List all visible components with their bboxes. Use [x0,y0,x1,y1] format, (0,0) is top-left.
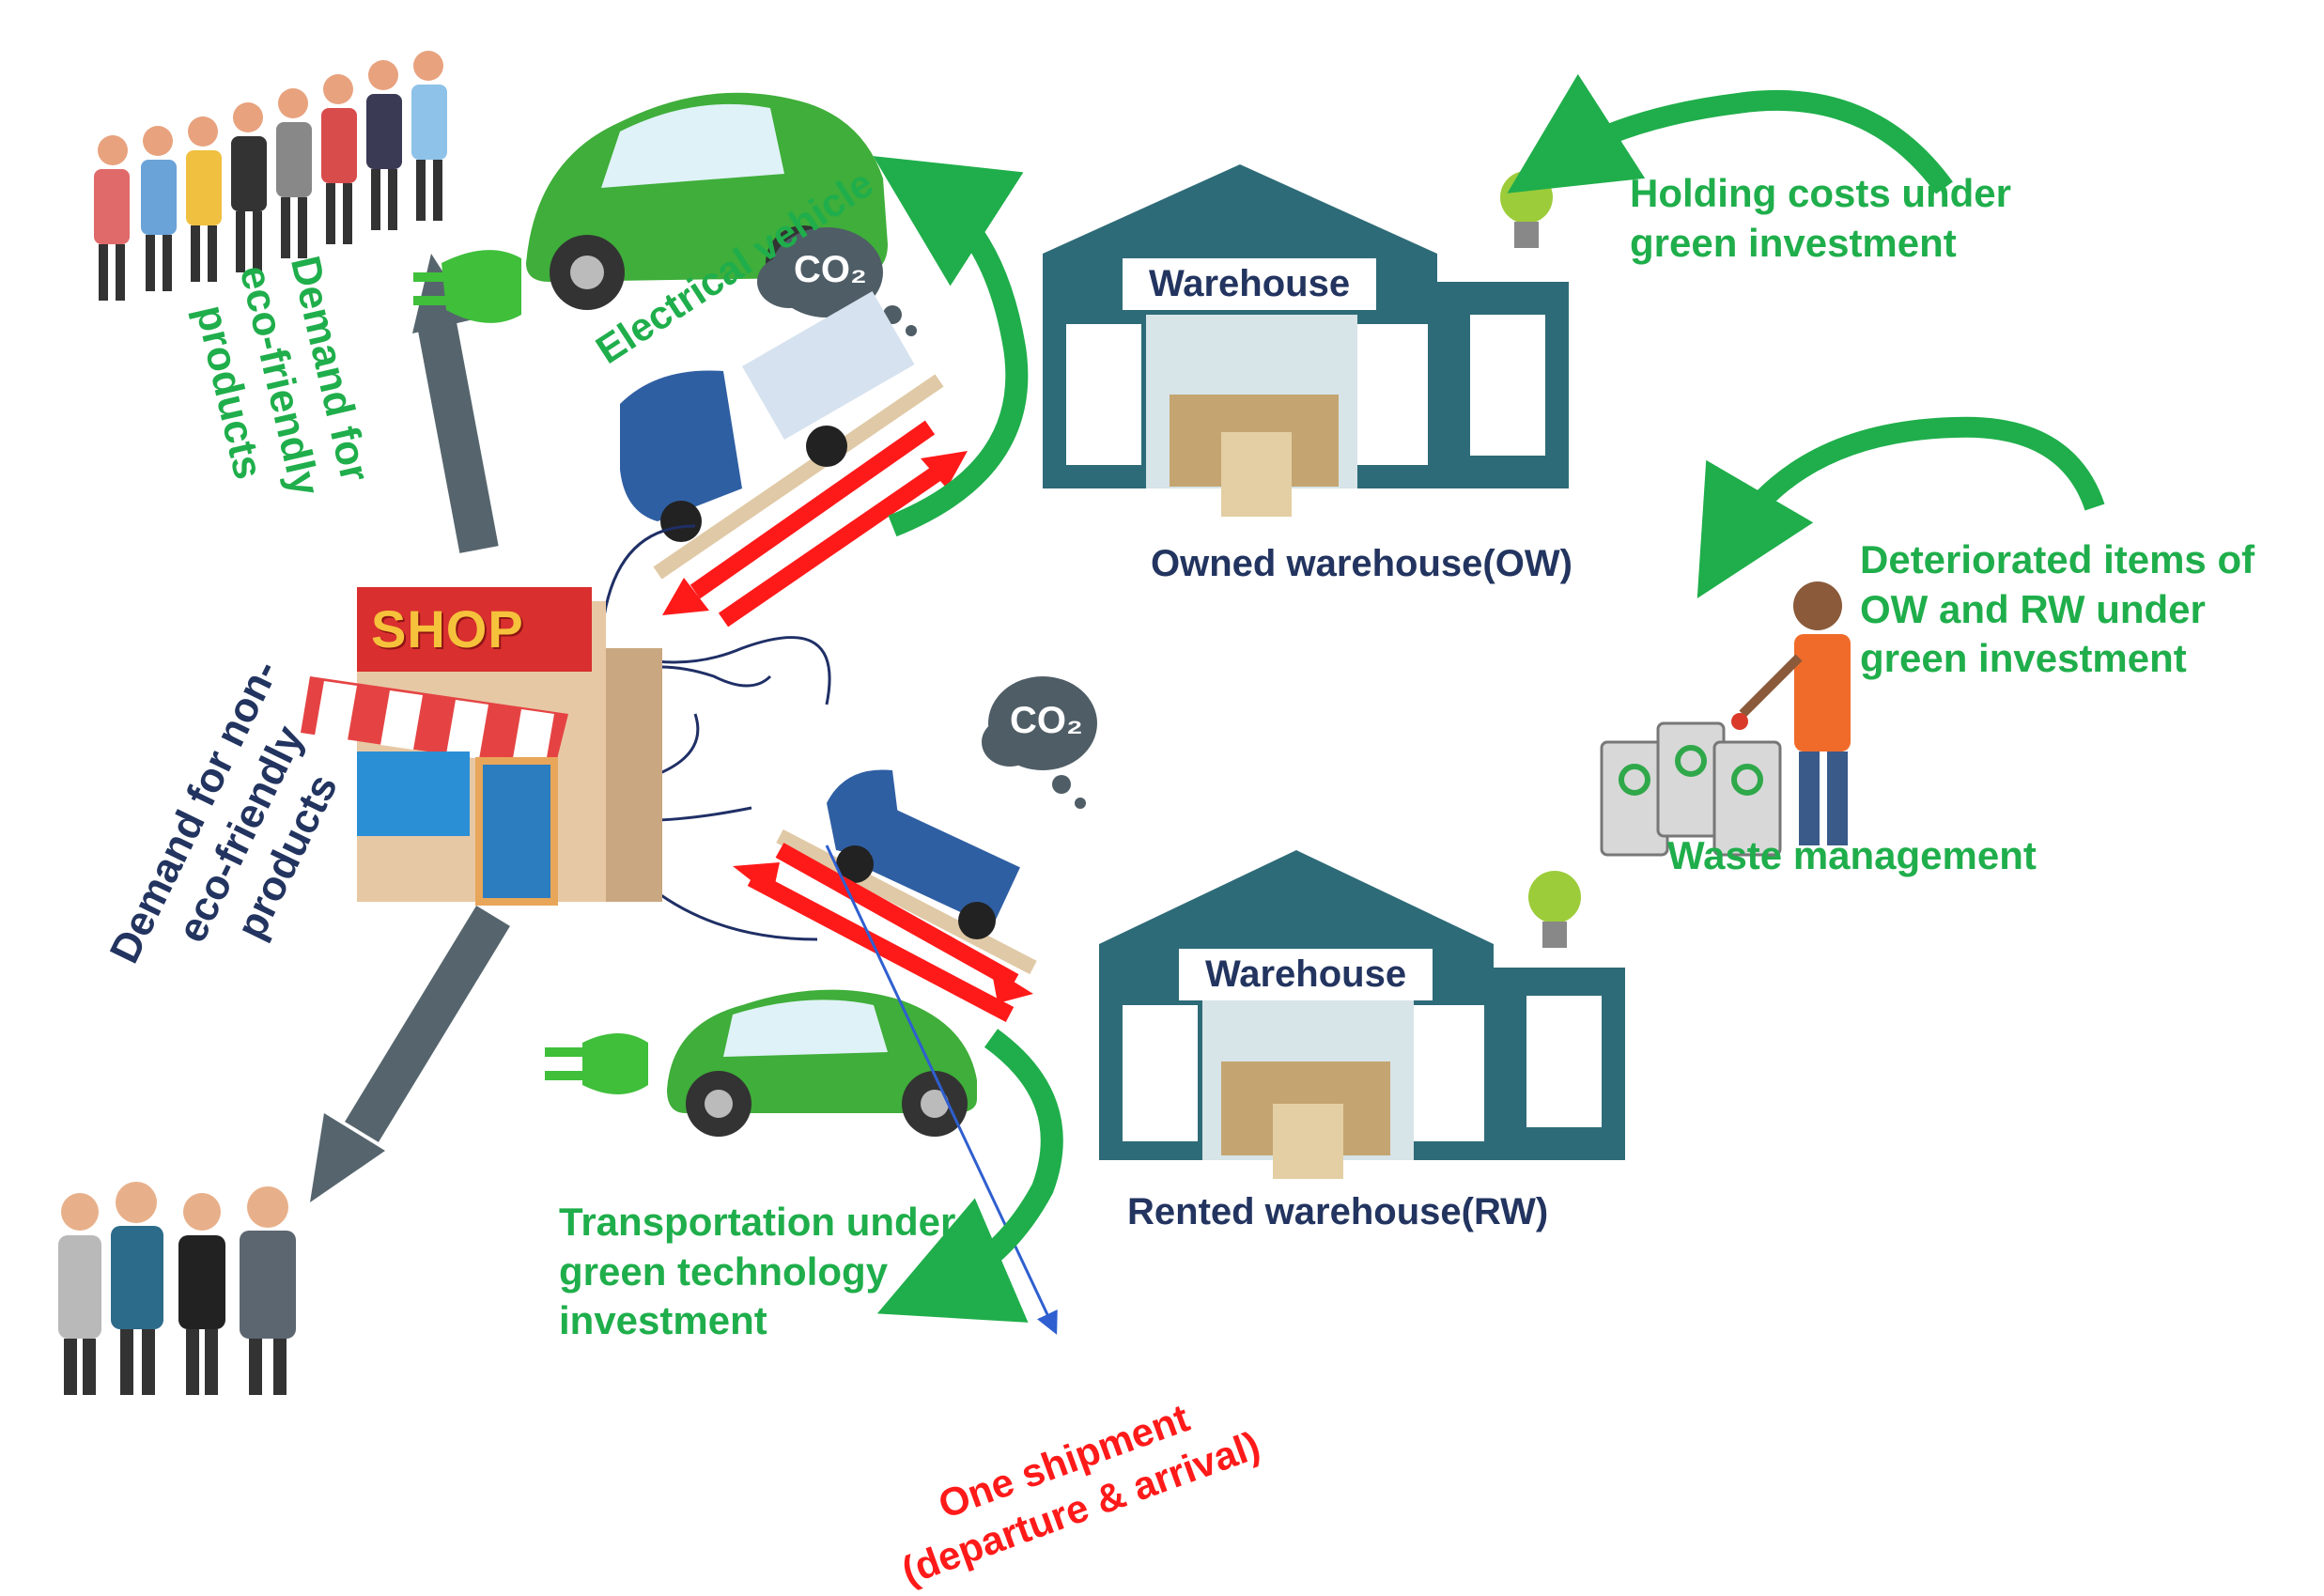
demand-non-eco-arrow [310,906,510,1202]
rented-warehouse-label: Rented warehouse(RW) [1127,1191,1549,1232]
warehouse-bottom-sign: Warehouse [1204,953,1407,995]
transportation-label: Transportation under green technology in… [559,1198,955,1346]
co2-bottom-label: CO₂ [1010,700,1083,741]
light-bulb-bottom-icon [1528,871,1581,948]
people-group-bottom-icon [58,1182,296,1395]
deteriorated-items-arrow [1697,416,2105,598]
recycle-bin-icon [1600,721,1782,857]
co2-top-label: CO₂ [794,249,867,290]
plug-bottom-icon [545,1033,648,1094]
transport-loop-bottom-arrow [876,1029,1063,1323]
transportation-line-2: green technology [559,1248,889,1294]
deteriorated-line-3: green investment [1860,636,2187,680]
people-group-icon [94,51,447,301]
shipment-arrows-top [662,420,968,628]
deteriorated-items-label: Deteriorated items of OW and RW under gr… [1860,535,2254,684]
co2-cloud-bottom-icon [982,676,1097,809]
ramp-top [653,374,944,580]
transportation-line-1: Transportation under [559,1200,956,1244]
owned-warehouse-label: Owned warehouse(OW) [1151,543,1573,584]
truck-bottom-icon [827,769,1020,939]
warehouse-rented-icon [1099,850,1625,1179]
plug-top-icon [413,250,521,323]
holding-costs-line-2: green investment [1630,220,1957,265]
shop-icon [301,587,662,906]
worker-icon [1731,581,1851,845]
deteriorated-line-2: OW and RW under [1860,586,2206,631]
warehouse-owned-icon [1043,164,1569,517]
holding-costs-label: Holding costs under green investment [1630,169,2011,268]
light-bulb-top-icon [1500,171,1553,248]
electric-car-bottom-icon [667,989,977,1137]
waste-management-label: Waste management [1667,833,2037,877]
truck-top-icon [620,291,915,542]
co2-cloud-top-icon [757,227,917,336]
transport-loop-top-arrow [873,156,1029,537]
shop-sign: SHOP [371,599,524,659]
shipment-arrows-bottom [733,843,1033,1022]
transportation-line-3: investment [559,1298,767,1342]
deteriorated-line-1: Deteriorated items of [1860,537,2255,581]
ramp-bottom [776,829,1037,975]
warehouse-top-sign: Warehouse [1148,263,1351,304]
holding-costs-arrow [1507,73,1953,194]
holding-costs-line-1: Holding costs under [1630,171,2012,215]
